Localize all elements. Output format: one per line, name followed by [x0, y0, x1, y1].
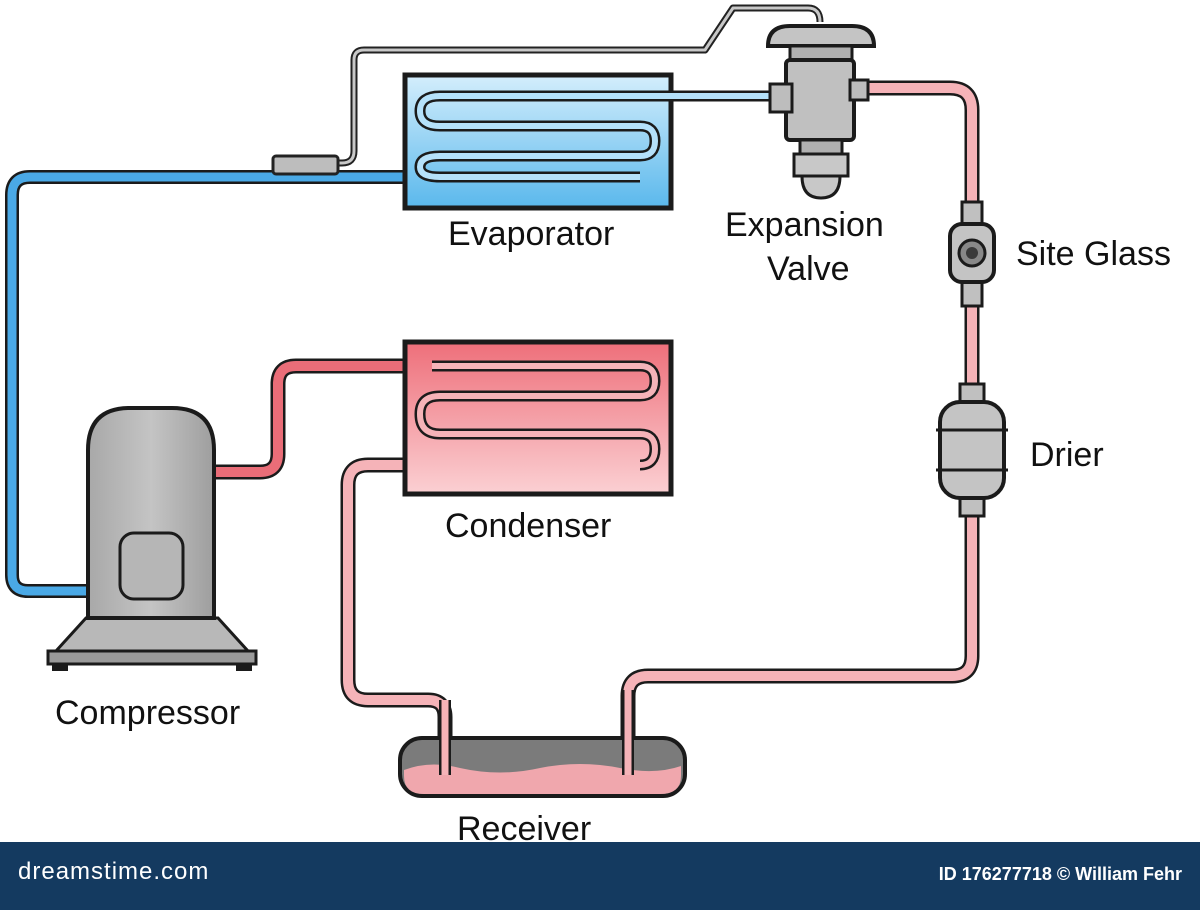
- image-credit: ID 176277718 © William Fehr: [938, 864, 1182, 884]
- condenser-label: Condenser: [445, 507, 611, 545]
- receiver: [398, 690, 687, 798]
- expansion-valve-label-line2: Valve: [767, 250, 850, 288]
- footer-bar: dreamstime.com ID 176277718 © William Fe…: [0, 842, 1200, 910]
- sensing-line: [305, 4, 824, 167]
- suction-line: [5, 170, 640, 598]
- evaporator-label: Evaporator: [448, 215, 614, 253]
- receiver-label: Receiver: [457, 810, 591, 842]
- expansion-valve: [765, 24, 877, 200]
- compressor-label: Compressor: [55, 694, 240, 732]
- sensing-bulb: [271, 154, 340, 176]
- expansion-valve-label-line1: Expansion: [725, 206, 884, 244]
- compressor: [46, 406, 258, 671]
- brand-logo-text[interactable]: dreamstime.com: [18, 858, 210, 885]
- liquid-line: [620, 80, 980, 775]
- condenser: [402, 339, 674, 497]
- evaporator: [402, 72, 780, 211]
- site-glass-label: Site Glass: [1016, 235, 1171, 273]
- drier-label: Drier: [1030, 436, 1104, 474]
- site-glass: [948, 200, 996, 308]
- refrigeration-cycle-diagram: Evaporator Expansion Valve Site Glass Dr…: [5, 4, 1171, 842]
- drier: [936, 382, 1008, 518]
- discharge-line: [212, 358, 432, 480]
